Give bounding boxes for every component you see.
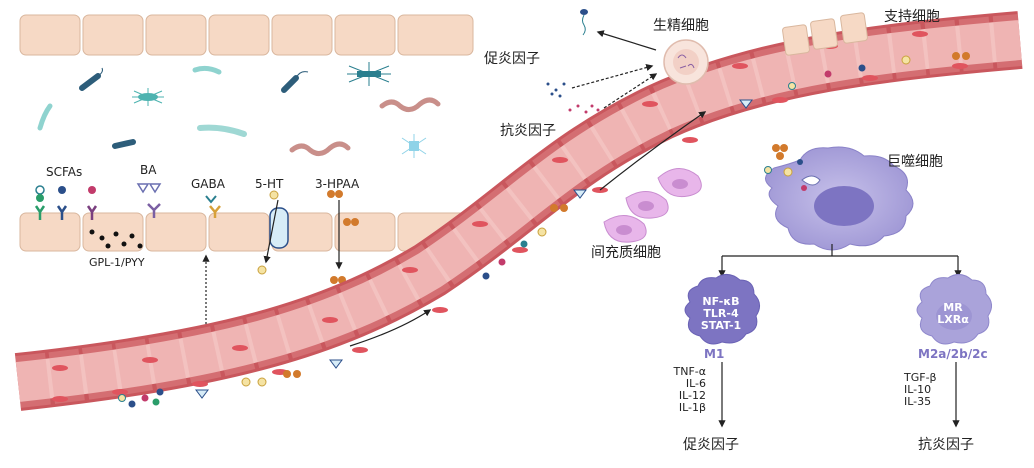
scfas-label: SCFAs [46, 165, 83, 179]
glp-label: GPL-1/PYY [89, 256, 145, 269]
receptor-group [34, 183, 221, 220]
intestine-panel [18, 8, 476, 340]
m2-outcome-label: 抗炎因子 [918, 437, 974, 453]
m1-marker-3: STAT-1 [700, 319, 742, 332]
m1-marker-2: TLR-4 [703, 307, 739, 320]
antiinflammatory-label: 抗炎因子 [500, 123, 556, 139]
sperm-icon [580, 9, 588, 36]
3hpaa-pathway [327, 190, 359, 284]
m1-outcome-label: 促炎因子 [683, 437, 739, 453]
macrophage-branches [718, 244, 962, 428]
ba-label: BA [140, 163, 157, 177]
m2-cytokine-3: IL-35 [904, 395, 932, 408]
m1-marker-1: NF-κB [702, 295, 740, 308]
gut-bacteria [37, 62, 441, 158]
m2-macrophage [916, 274, 992, 345]
sertoli-cells [782, 12, 868, 56]
vessel-molecules [118, 52, 970, 408]
proinflammatory-label: 促炎因子 [484, 51, 540, 67]
mesenchymal-cells [603, 168, 702, 243]
5ht-label: 5-HT [255, 177, 284, 191]
spermatogenic-label: 生精细胞 [653, 18, 709, 34]
gaba-label: GABA [191, 177, 225, 191]
sertoli-label: 支持细胞 [884, 9, 940, 25]
m1-cytokine-4: IL-1β [678, 401, 706, 414]
m2-label: M2a/2b/2c [918, 347, 988, 361]
5ht-channel [257, 190, 289, 275]
spermatogenic-cell [580, 9, 709, 85]
m1-cytokine-1: TNF-α [673, 365, 707, 378]
bottom-epithelium-row [19, 212, 474, 252]
m1-label: M1 [704, 347, 725, 361]
3hpaa-label: 3-HPAA [315, 177, 360, 191]
macrophage-cell [764, 144, 914, 251]
m2-cytokine-1: TGF-β [904, 371, 937, 384]
m1-cytokine-2: IL-6 [685, 377, 706, 390]
blood-vessel [14, 11, 1023, 411]
m2-marker-1: MR [943, 301, 963, 314]
macrophage-label: 巨噬细胞 [887, 154, 943, 170]
mesenchymal-label: 间充质细胞 [591, 245, 661, 261]
cytokine-signals [546, 64, 658, 114]
m1-cytokine-3: IL-12 [678, 389, 706, 402]
m2-cytokine-2: IL-10 [904, 383, 932, 396]
m1-macrophage [684, 274, 760, 345]
m2-marker-2: LXRα [937, 313, 969, 326]
glp-granules [89, 229, 143, 249]
top-epithelium-row [19, 14, 474, 56]
